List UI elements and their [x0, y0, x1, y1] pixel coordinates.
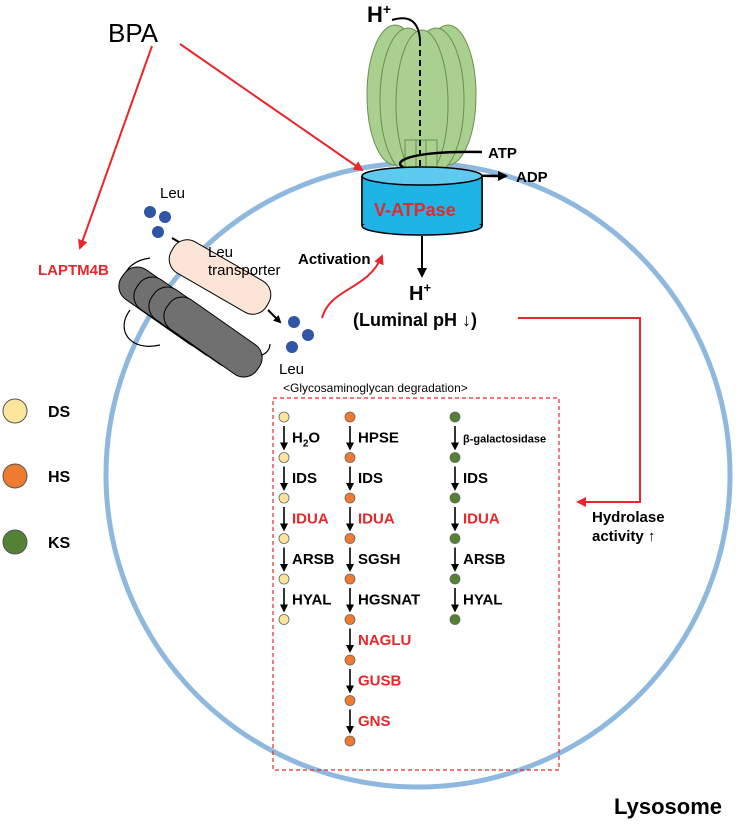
gag-dot-hs [344, 695, 356, 706]
enzyme-label-hs: HGSNAT [358, 591, 420, 608]
proton-path [391, 17, 421, 41]
h-top-label: H+ [367, 1, 391, 27]
gag-dot-ds [278, 411, 290, 423]
gag-dot-ks [449, 533, 461, 544]
gag-dot-hs [344, 452, 356, 463]
enzyme-label-ks: IDUA [463, 510, 500, 527]
bpa-to-laptm4b-arrow [77, 45, 153, 250]
legend-label-ks: KS [48, 535, 71, 552]
legend-label-ds: DS [48, 404, 71, 421]
adp-label: ADP [516, 169, 548, 186]
enzyme-label-hs: HPSE [358, 429, 399, 446]
enzyme-label-hs: GUSB [358, 672, 402, 689]
leu-transporter-label-1: Leu [208, 244, 233, 261]
enzyme-label-hs: GNS [358, 713, 391, 730]
lysosome-label: Lysosome [614, 794, 722, 819]
gag-dot-hs [344, 735, 356, 747]
enzyme-label-hs: IDUA [358, 510, 395, 527]
gag-dot-hs [344, 614, 356, 625]
gag-dot-ds [278, 614, 290, 625]
gag-dot-ds [278, 492, 290, 504]
gag-dot-ks [449, 411, 461, 423]
hydrolase-label-2: activity ↑ [592, 528, 655, 545]
enzyme-label-ks: ARSB [463, 551, 506, 568]
gag-pathways: H2O IDS IDUA ARSB HYAL HPSE IDS IDUA SGSH HGSNAT N… [278, 411, 546, 747]
gag-dot-ds [278, 533, 290, 544]
enzyme-label-ds: IDUA [292, 510, 329, 527]
enzyme-label-ks: HYAL [463, 591, 502, 608]
vatpase-v0-domain [361, 166, 483, 236]
legend-label-hs: HS [48, 469, 71, 486]
legend-dot-ds [2, 398, 28, 424]
leu-molecules-outside [144, 206, 171, 238]
enzyme-label-hs: NAGLU [358, 632, 411, 649]
enzyme-label-ds: H2O [292, 429, 320, 449]
enzyme-label-hs: IDS [358, 470, 383, 487]
enzyme-label-hs: SGSH [358, 551, 401, 568]
leu-transporter-label-2: transporter [208, 262, 281, 279]
luminal-ph-label: (Luminal pH ↓) [353, 310, 477, 330]
enzyme-label-ks: β-galactosidase [463, 433, 546, 445]
bpa-to-vatpase-arrow [179, 43, 364, 172]
activation-label: Activation [298, 251, 371, 268]
gag-title: <Glycosaminoglycan degradation> [283, 381, 468, 395]
leu-outside-label: Leu [160, 185, 185, 202]
legend-dot-ks [2, 529, 28, 555]
leu-molecules-inside [286, 316, 314, 353]
gag-dot-hs [344, 654, 356, 666]
hydrolase-label-1: Hydrolase [592, 509, 665, 526]
legend-dot-hs [2, 463, 28, 489]
enzyme-label-ks: IDS [463, 470, 488, 487]
gag-dot-ks [449, 614, 461, 625]
ph-to-hydrolase-arrow [518, 317, 641, 507]
laptm4b-label: LAPTM4B [38, 262, 109, 279]
vatpase-label: V-ATPase [374, 200, 456, 220]
leu-inside-label: Leu [279, 361, 304, 378]
enzyme-label-ds: ARSB [292, 551, 335, 568]
enzyme-label-ds: IDS [292, 470, 317, 487]
atp-label: ATP [488, 145, 517, 162]
gag-dot-ks [449, 452, 461, 463]
gag-dot-hs [344, 411, 356, 423]
h-lumen-label: H+ [409, 280, 431, 305]
gag-dot-hs [344, 573, 356, 585]
gag-dot-ds [278, 452, 290, 463]
gag-dot-hs [344, 492, 356, 504]
gag-dot-ks [449, 573, 461, 585]
gag-dot-hs [344, 533, 356, 544]
enzyme-label-ds: HYAL [292, 591, 331, 608]
legend: DS HS KS [2, 398, 71, 555]
bpa-label: BPA [108, 18, 159, 48]
leu-transporter [118, 237, 282, 378]
gag-dot-ds [278, 573, 290, 585]
gag-box [272, 397, 560, 771]
activation-arrow [321, 254, 384, 319]
vatpase-v1-domain [366, 24, 477, 181]
gag-dot-ks [449, 492, 461, 504]
